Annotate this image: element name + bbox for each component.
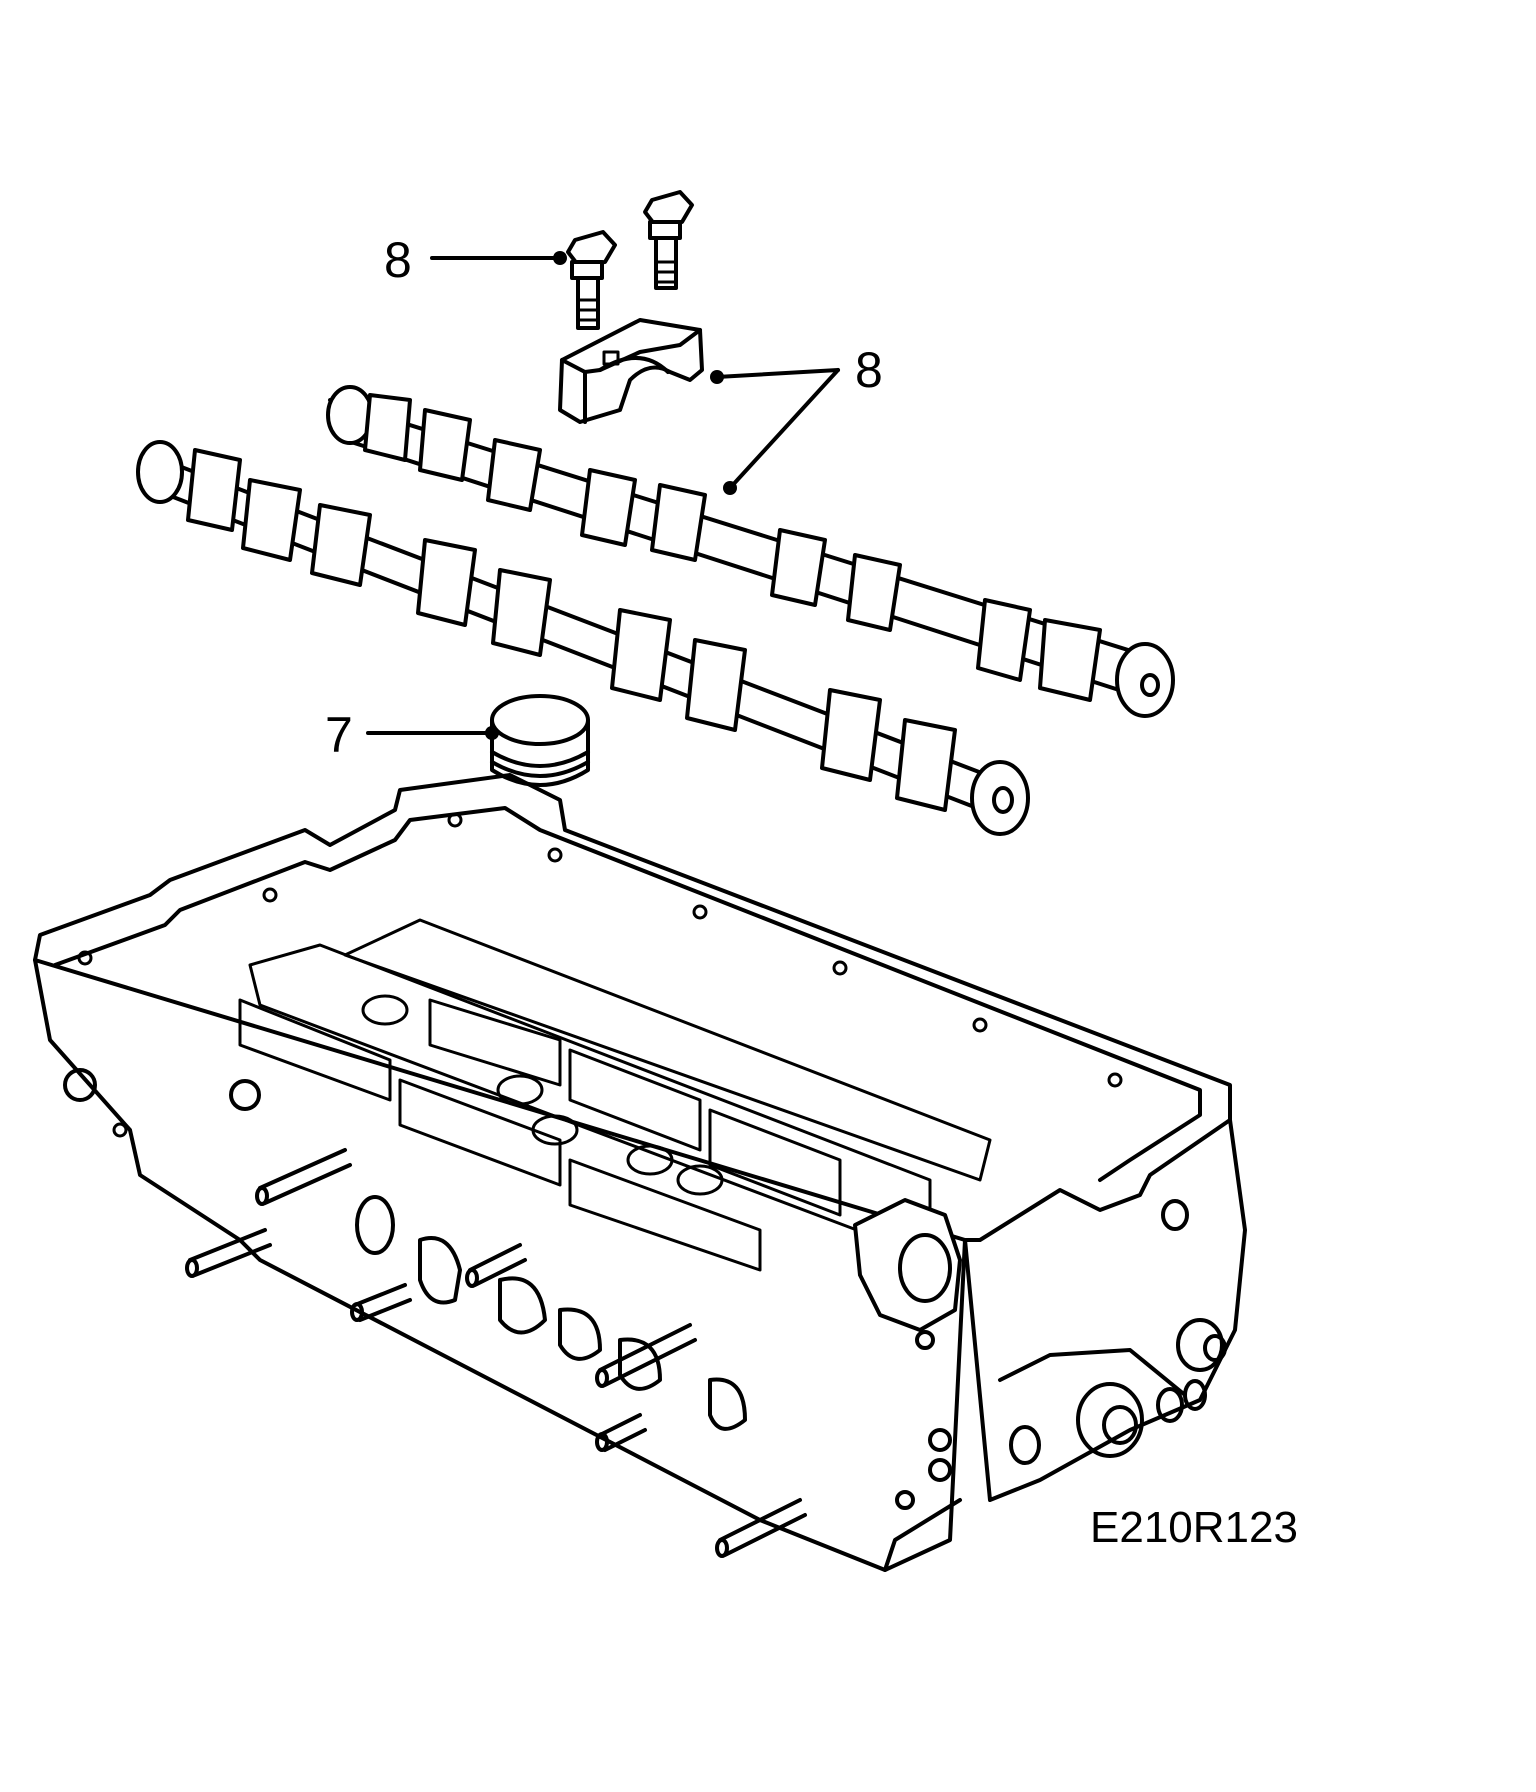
callout-label: 8 (855, 342, 883, 398)
figure-code: E210R123 (1090, 1503, 1298, 1552)
camshaft-lower (136, 440, 1030, 836)
bolt-left (566, 230, 617, 330)
hydraulic-tappet (490, 694, 590, 787)
stud-6 (595, 1413, 647, 1452)
leader-dot (485, 726, 499, 740)
stud-7 (715, 1498, 807, 1558)
cylinder-head (33, 773, 1247, 1572)
callout-label: 7 (325, 707, 353, 763)
callout-8-cap-camshaft: 8 (710, 342, 883, 495)
leader-dot (710, 370, 724, 384)
stud-2 (255, 1148, 352, 1206)
callout-7-tappet: 7 (325, 707, 499, 763)
leader-dot (723, 481, 737, 495)
callout-label: 8 (384, 232, 412, 288)
callout-8-bolt: 8 (384, 232, 567, 288)
stud-3 (350, 1283, 412, 1322)
stud-1 (185, 1228, 272, 1278)
leader-dot (553, 251, 567, 265)
stud-5 (595, 1323, 697, 1388)
bearing-cap (558, 318, 704, 424)
camshaft-upper (326, 385, 1175, 718)
bolt-right (643, 190, 694, 290)
stud-4 (465, 1243, 527, 1288)
